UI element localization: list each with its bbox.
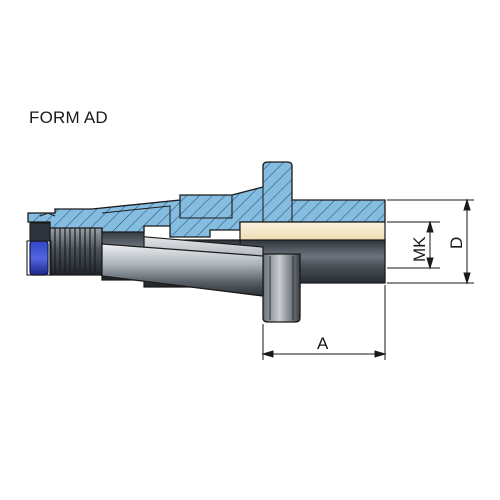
dimension-d-label: D [447,237,466,249]
holder-body-exterior [26,222,386,323]
dimension-mk-label: MK [410,236,429,262]
holder-section-cut [27,161,386,238]
dimension-mk [387,220,440,270]
dimension-d [387,198,474,285]
locking-ring [29,240,49,276]
form-title: FORM AD [29,108,108,127]
bore-section [239,221,386,241]
dimension-a [261,285,387,360]
dimension-a-label: A [317,334,329,353]
